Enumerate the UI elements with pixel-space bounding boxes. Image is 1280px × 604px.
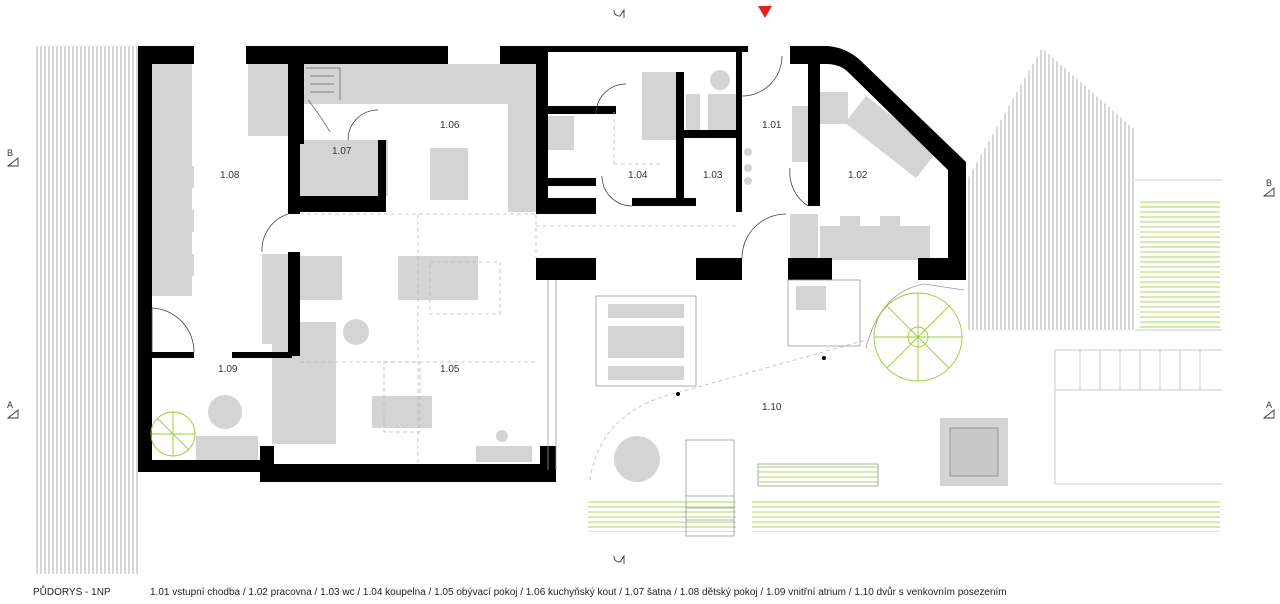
entrance-marker-icon: [758, 6, 772, 18]
room-label-1-02: 1.02: [848, 170, 868, 181]
plan-title: PŮDORYS - 1NP: [33, 587, 111, 598]
section-label-b-right: B: [1266, 178, 1272, 188]
curved-wall: [790, 46, 966, 280]
dashed-lines: [300, 112, 867, 481]
planter: [757, 463, 879, 487]
tree-icon: [150, 411, 196, 457]
site-hatch-right: [968, 48, 1135, 330]
room-label-1-07: 1.07: [332, 146, 352, 157]
room-label-1-08: 1.08: [220, 170, 240, 181]
room-label-1-03: 1.03: [703, 170, 723, 181]
room-label-1-01: 1.01: [762, 120, 782, 131]
section-label-b-left: B: [7, 148, 13, 158]
room-label-1-09: 1.09: [218, 364, 238, 375]
room-legend: 1.01 vstupní chodba / 1.02 pracovna / 1.…: [150, 587, 1007, 598]
room-label-1-04: 1.04: [628, 170, 648, 181]
room-label-1-06: 1.06: [440, 120, 460, 131]
section-label-a-left: A: [7, 400, 13, 410]
garden-strip-right: [1140, 200, 1220, 330]
courtyard-outlines: [547, 279, 999, 537]
furniture: [152, 64, 1008, 486]
round-furniture: [208, 70, 752, 482]
spiral-stair-icon: [873, 292, 963, 382]
north-marker-icon: [6, 8, 1275, 564]
room-label-1-10: 1.10: [762, 402, 782, 413]
terrain-lines: [1054, 179, 1222, 485]
garden-strip-bottom-right: [752, 500, 1220, 532]
lights: [676, 356, 826, 396]
section-label-a-right: A: [1266, 400, 1272, 410]
room-label-1-05: 1.05: [440, 364, 460, 375]
site-hatch-left: [36, 46, 140, 574]
doors: [151, 55, 809, 353]
garden-strip-bottom-left: [588, 500, 736, 532]
kitchen-stair: [306, 67, 341, 133]
study-desk: [845, 95, 937, 179]
